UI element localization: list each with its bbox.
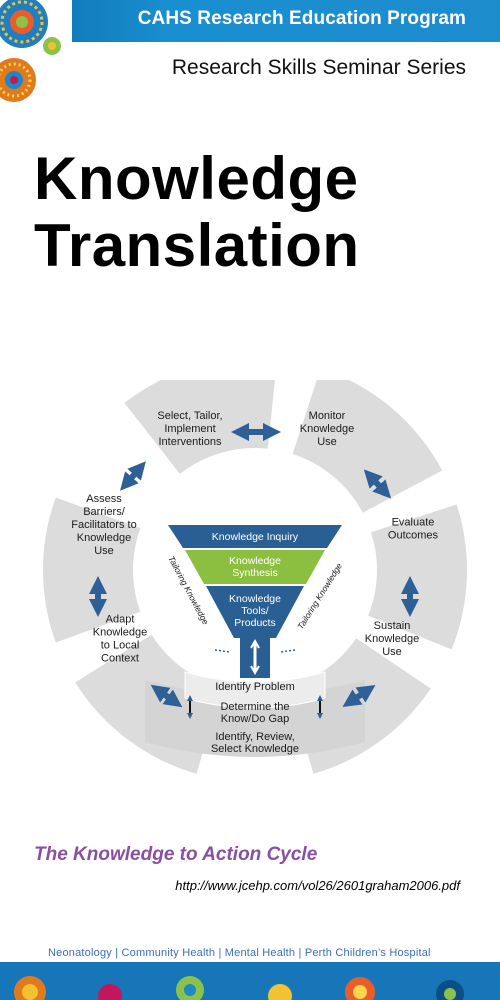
cycle-label-line: Adapt xyxy=(106,614,135,626)
page-title: Knowledge Translation xyxy=(34,145,360,279)
segment-assess-barriers xyxy=(42,497,141,643)
funnel-tools-label: Knowledge xyxy=(229,593,281,605)
cycle-label-line: Facilitators to xyxy=(71,519,136,531)
cycle-label-line: Evaluate xyxy=(392,517,435,529)
title-line-1: Knowledge xyxy=(34,145,359,212)
header-banner xyxy=(0,0,500,42)
cycle-label-line: Implement xyxy=(164,423,215,435)
cycle-arrow xyxy=(150,684,183,708)
cycle-label-line: Select, Tailor, xyxy=(157,410,222,422)
identify-problem-band xyxy=(184,671,326,709)
cycle-arrow xyxy=(363,469,392,499)
cycle-label-line: Knowledge xyxy=(300,423,354,435)
select-knowledge-label: Select Knowledge xyxy=(211,743,299,755)
cycle-label-line: Assess xyxy=(86,493,122,505)
funnel-tools-label: Tools/ xyxy=(241,605,269,617)
segment-monitor-knowledge-use xyxy=(292,380,443,513)
cycle-label-line: Knowledge xyxy=(77,532,131,544)
cycle-label-line: Monitor xyxy=(309,410,346,422)
cycle-label-line: Use xyxy=(317,436,337,448)
cycle-label-line: Knowledge xyxy=(365,633,419,645)
cycle-label-line: Sustain xyxy=(374,620,411,632)
footer-banner xyxy=(0,962,500,1000)
cycle-label-line: Outcomes xyxy=(388,530,439,542)
identify-problem-label: Identify Problem xyxy=(215,681,294,693)
funnel-synthesis-label: Synthesis xyxy=(232,567,278,579)
program-title: CAHS Research Education Program xyxy=(137,8,466,29)
cycle-label-line: Use xyxy=(94,545,114,557)
funnel-inquiry-label: Knowledge Inquiry xyxy=(212,531,299,543)
funnel-spout-arrow xyxy=(250,638,260,676)
funnel-tools-label: Products xyxy=(234,617,275,629)
cycle-label-line: Interventions xyxy=(159,436,222,448)
funnel-synthesis-label: Knowledge xyxy=(229,555,281,567)
know-do-gap-label: Know/Do Gap xyxy=(221,713,289,725)
cycle-label-line: Context xyxy=(101,653,139,665)
knowledge-to-action-cycle-diagram: Knowledge InquiryKnowledgeSynthesisKnowl… xyxy=(42,380,467,774)
cycle-label-line: Barriers/ xyxy=(83,506,126,518)
dotted-arrow xyxy=(214,649,231,653)
diagram-caption: The Knowledge to Action Cycle xyxy=(34,844,318,865)
footer-departments: Neonatology | Community Health | Mental … xyxy=(48,947,431,959)
cycle-arrow xyxy=(120,461,146,491)
cycle-label-line: Use xyxy=(382,646,402,658)
funnel-inquiry-band xyxy=(168,525,342,548)
cycle-label-line: to Local xyxy=(101,640,140,652)
funnel-tools-band xyxy=(206,586,304,638)
series-title: Research Skills Seminar Series xyxy=(171,56,466,79)
cycle-arrow xyxy=(342,685,376,707)
segment-select-tailor-implement xyxy=(124,380,275,474)
funnel-synthesis-band xyxy=(185,550,325,584)
source-link[interactable]: http://www.jcehp.com/vol26/2601graham200… xyxy=(175,878,460,893)
dotted-arrow xyxy=(279,649,296,653)
title-line-2: Translation xyxy=(34,212,360,280)
cycle-label-line: Knowledge xyxy=(93,627,147,639)
select-knowledge-label: Identify, Review, xyxy=(215,731,294,743)
aboriginal-art-decoration xyxy=(0,0,72,110)
know-do-gap-label: Determine the xyxy=(220,701,289,713)
